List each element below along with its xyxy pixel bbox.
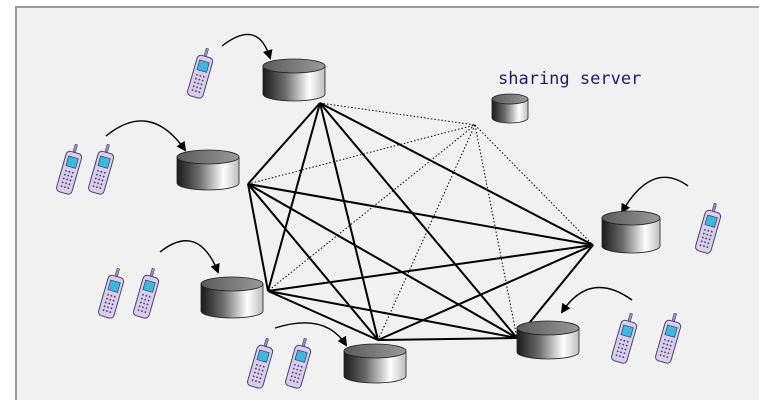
mobile-phone-icon (132, 266, 163, 320)
mobile-phone-icon (284, 336, 315, 390)
curved-arrow-icon (105, 120, 187, 152)
server-icon (516, 320, 580, 360)
mobile-phone-icon (55, 142, 86, 196)
server-icon (601, 210, 661, 254)
mobile-phone-icon (87, 142, 118, 196)
mobile-phone-icon (610, 311, 641, 365)
curved-arrow-icon (274, 322, 348, 347)
mobile-phone-icon (654, 311, 685, 365)
curved-arrow-icon (621, 176, 689, 214)
server-icon (343, 343, 407, 384)
sharing-server-label: sharing server (498, 69, 641, 89)
mobile-phone-icon (97, 266, 128, 320)
server-icon (262, 58, 326, 102)
sharing-server-icon (491, 93, 529, 124)
mobile-phone-icon (186, 46, 217, 100)
mobile-phone-icon (694, 201, 725, 255)
curved-arrows (105, 33, 689, 347)
server-icon (176, 149, 240, 191)
mobile-phone-icon (246, 336, 277, 390)
dotted-connections (247, 102, 594, 341)
curved-arrow-icon (221, 33, 273, 60)
curved-arrow-icon (560, 286, 633, 314)
server-icon (200, 276, 264, 319)
curved-arrow-icon (159, 240, 220, 274)
solid-connections (247, 102, 594, 341)
